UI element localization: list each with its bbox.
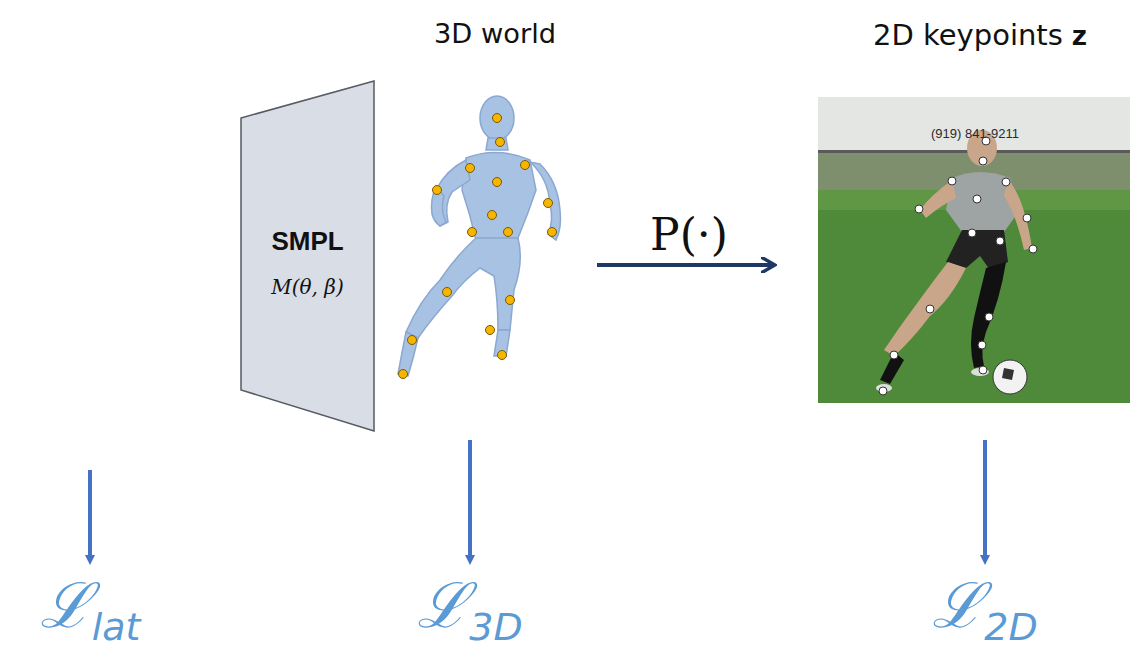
figure-heading: 3D world [395, 18, 595, 49]
loss-term: ℒlat [40, 572, 141, 649]
loss-term: ℒ3D [417, 572, 522, 649]
keypoint-dots [879, 137, 1037, 395]
down-arrow [90, 440, 985, 560]
soccer-photo [818, 97, 1130, 403]
banner-text: (919) 841-9211 [931, 126, 1019, 141]
figure-region: 3D world [395, 18, 595, 390]
model-name: SMPL [271, 226, 343, 257]
model-formula: M(θ, β) [271, 275, 343, 299]
projection-arrow [597, 263, 773, 267]
figure-heading: 2D keypoints 𝐳 [825, 18, 1135, 53]
human-mesh [398, 96, 561, 376]
loss-term: ℒ2D [932, 572, 1037, 649]
figure-region: 2D keypoints 𝐳 [775, 18, 1135, 404]
panel-shape [240, 80, 375, 432]
model-panel: SMPL M(θ, β) [240, 80, 375, 432]
keypoint-dots [399, 114, 557, 379]
edge-label: P(·) [650, 213, 728, 257]
